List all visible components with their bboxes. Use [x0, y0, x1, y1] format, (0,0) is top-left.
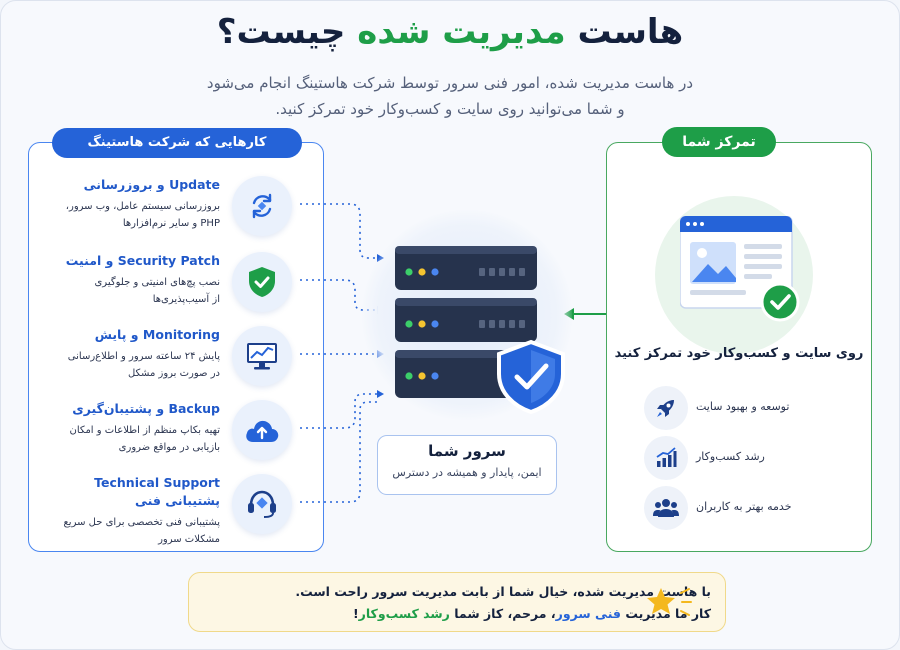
service-security-patch: Security Patch و امنیت نصب پچ‌های امنیتی… [40, 252, 310, 322]
service-title: Security Patch و امنیت [65, 253, 220, 268]
server-title: سرور شما [428, 442, 506, 460]
service-title: Update و بروزرسانی [83, 177, 220, 192]
service-title: Backup و پشتیبان‌گیری [72, 401, 220, 416]
service-title: Monitoring و پایش [94, 327, 220, 342]
server-desc: ایمن، پایدار و همیشه در دسترس [392, 466, 542, 479]
star-icon [643, 583, 703, 627]
website-check-icon [679, 215, 804, 330]
bottom-note: با هاست مدیریت شده، خیال شما از بابت مدی… [188, 572, 726, 632]
benefit-label: خدمه بهتر به کاربران [696, 500, 792, 513]
benefit-site-development: توسعه و بهبود سایت [640, 386, 840, 430]
benefit-business-growth: رشد کسب‌وکار [640, 436, 840, 480]
service-desc: نصب پچ‌های امنیتی و جلوگیری از آسیب‌پذیر… [94, 277, 220, 305]
benefit-label: توسعه و بهبود سایت [696, 400, 790, 413]
headset-icon [232, 474, 292, 534]
service-backup: Backup و پشتیبان‌گیری تهیه بکاپ منظم از … [40, 400, 310, 470]
shield-check-icon [232, 252, 292, 312]
focus-title: روی سایت و کسب‌وکار خود تمرکز کنید [614, 346, 864, 361]
service-monitoring: Monitoring و پایش پایش ۲۴ ساعته سرور و ا… [40, 326, 310, 396]
growth-chart-icon [644, 436, 688, 480]
server-shield-icon [395, 246, 565, 420]
benefit-label: رشد کسب‌وکار [696, 450, 765, 463]
users-icon [644, 486, 688, 530]
service-technical-support: Technical Support پشتیبانی فنی پشتیبانی … [40, 474, 310, 545]
service-desc: تهیه بکاپ منظم از اطلاعات و امکان بازیاب… [69, 425, 220, 453]
hosting-tasks-pill: کارهایی که شرکت هاستینگ انجام‌می‌دهد [52, 128, 302, 180]
refresh-icon [232, 176, 292, 236]
service-desc: پایش ۲۴ ساعته سرور و اطلاع‌رسانی در صورت… [67, 351, 220, 379]
rocket-icon [644, 386, 688, 430]
server-card: سرور شما ایمن، پایدار و همیشه در دسترس [377, 435, 557, 495]
page-subtitle: در هاست مدیریت شده، امور فنی سرور توسط ش… [206, 74, 694, 118]
cloud-upload-icon [232, 400, 292, 460]
note-text: با هاست مدیریت شده، خیال شما از بابت مدی… [295, 584, 711, 621]
page-title: هاست مدیریت شده چیست؟ [216, 12, 684, 52]
service-title: Technical Support پشتیبانی فنی [94, 475, 220, 508]
service-desc: بروزرسانی سیستم عامل، وب سرور، PHP و سای… [65, 201, 220, 229]
monitor-chart-icon [232, 326, 292, 386]
your-focus-pill: تمرکز شما [662, 127, 776, 157]
benefit-user-service: خدمه بهتر به کاربران [640, 486, 840, 530]
service-update: Update و بروزرسانی بروزرسانی سیستم عامل،… [40, 176, 310, 246]
service-desc: پشتیبانی فنی تخصصی برای حل سریع مشکلات س… [63, 517, 220, 545]
